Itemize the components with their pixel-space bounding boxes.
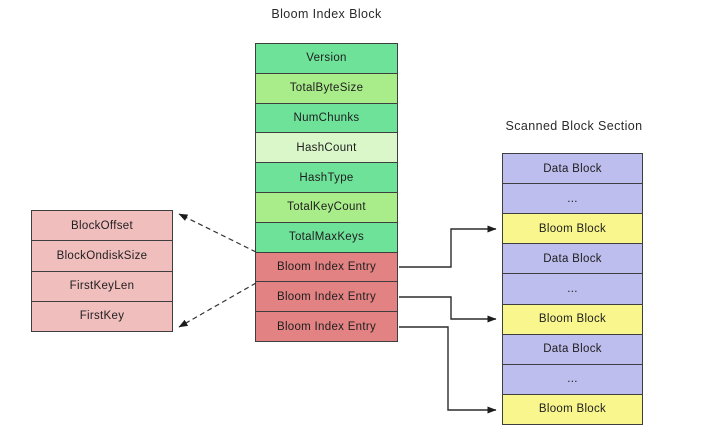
scanned-block-section-title: Scanned Block Section bbox=[505, 119, 643, 133]
block-row: Bloom Index Entry bbox=[256, 252, 397, 283]
block-row: Bloom Block bbox=[503, 394, 642, 424]
bloom-index-block-title: Bloom Index Block bbox=[271, 7, 382, 21]
block-row: TotalMaxKeys bbox=[256, 222, 397, 253]
block-row: FirstKey bbox=[32, 301, 172, 331]
block-row: Bloom Index Entry bbox=[256, 312, 397, 341]
block-row: NumChunks bbox=[256, 103, 397, 134]
block-row: FirstKeyLen bbox=[32, 271, 172, 302]
solid-arrow-entry3-to-bloomblock3 bbox=[399, 326, 497, 414]
block-row: Bloom Block bbox=[503, 304, 642, 335]
solid-arrow-entry1-to-bloomblock1 bbox=[399, 225, 497, 268]
block-row: Bloom Block bbox=[503, 214, 642, 245]
block-row: Data Block bbox=[503, 154, 642, 185]
dashed-arrow-entry-top-to-detail bbox=[178, 213, 257, 253]
block-row: Version bbox=[256, 44, 397, 74]
block-row: HashCount bbox=[256, 133, 397, 164]
block-row: HashType bbox=[256, 163, 397, 193]
block-row: Data Block bbox=[503, 244, 642, 275]
block-row: Bloom Index Entry bbox=[256, 282, 397, 313]
block-row: BlockOndiskSize bbox=[32, 241, 172, 272]
dashed-arrow-entry-bottom-to-detail bbox=[178, 282, 257, 328]
solid-arrow-entry2-to-bloomblock2 bbox=[399, 296, 497, 323]
block-row: ... bbox=[503, 184, 642, 215]
block-row: Data Block bbox=[503, 334, 642, 365]
block-row: ... bbox=[503, 274, 642, 305]
block-row: TotalKeyCount bbox=[256, 192, 397, 223]
block-row: BlockOffset bbox=[32, 211, 172, 242]
block-row: ... bbox=[503, 364, 642, 395]
block-row: TotalByteSize bbox=[256, 73, 397, 104]
